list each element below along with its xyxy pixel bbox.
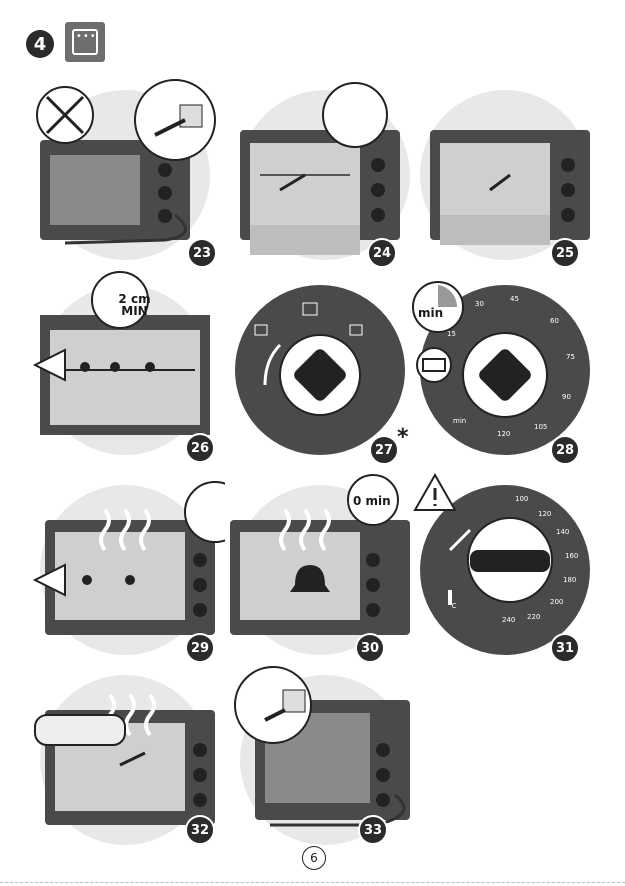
panel-number-32: 32 xyxy=(185,815,215,845)
tick-100: 100 xyxy=(515,495,528,503)
tick-120: 120 xyxy=(497,430,510,438)
panel-28: min 15 30 45 60 75 90 105 120 min 28 xyxy=(410,275,600,465)
tick-240: 240 xyxy=(502,616,515,624)
temperature-unit: °C xyxy=(448,602,456,610)
oven-unplug-icon xyxy=(225,665,420,845)
panel-29: 29 xyxy=(25,470,225,665)
panel-number-28: 28 xyxy=(550,435,580,465)
panel-number-29: 29 xyxy=(185,633,215,663)
step-number-badge: 4 xyxy=(26,30,54,58)
panel-32: 32 xyxy=(25,665,225,845)
timer-label: min xyxy=(418,306,443,320)
panel-number-30: 30 xyxy=(355,633,385,663)
panel-27: 27 * xyxy=(225,275,415,465)
tick-200: 200 xyxy=(550,598,563,606)
tick-105: 105 xyxy=(534,423,547,431)
tick-180: 180 xyxy=(563,576,576,584)
oven-top-heat-icon: ••• xyxy=(65,22,105,62)
panel-number-23: 23 xyxy=(187,238,217,268)
panel-number-24: 24 xyxy=(367,238,397,268)
tick-160: 160 xyxy=(565,552,578,560)
tick-30: 30 xyxy=(475,300,484,308)
panel-number-25: 25 xyxy=(550,238,580,268)
tick-140: 140 xyxy=(556,528,569,536)
tick-15: 15 xyxy=(447,330,456,338)
panel-number-31: 31 xyxy=(550,633,580,663)
tick-75: 75 xyxy=(566,353,575,361)
panel-25: 25 xyxy=(410,75,600,265)
panel-23: 23 xyxy=(25,75,225,265)
panel-number-27: 27 xyxy=(369,435,399,465)
timer-zero-label: 0 min xyxy=(353,494,391,508)
panel-33: 33 xyxy=(225,665,420,845)
page-number: 6 xyxy=(302,846,326,870)
tick-60: 60 xyxy=(550,317,559,325)
panel-31: 100 120 140 160 180 200 220 240 °C 31 xyxy=(410,470,600,665)
tick-220: 220 xyxy=(527,613,540,621)
footnote-asterisk: * xyxy=(397,425,409,450)
panel-number-26: 26 xyxy=(185,433,215,463)
oven-insert-tray-icon xyxy=(410,75,600,265)
panel-number-33: 33 xyxy=(358,815,388,845)
tick-90: 90 xyxy=(562,393,571,401)
timer-unit: min xyxy=(453,417,466,425)
page-bottom-rule xyxy=(0,882,625,883)
panel-24: 24 xyxy=(220,75,420,265)
oven-unplugged-plug-in-icon xyxy=(25,75,225,265)
tick-45: 45 xyxy=(510,295,519,303)
tick-120: 120 xyxy=(538,510,551,518)
panel-30: 0 min 30 xyxy=(225,470,415,665)
oven-insert-rack-icon xyxy=(220,75,420,265)
